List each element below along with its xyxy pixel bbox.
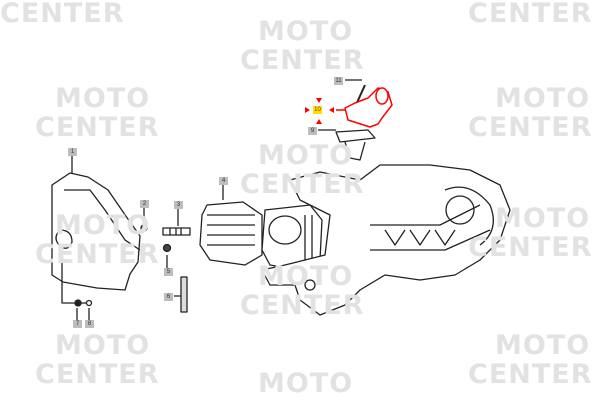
- callout-7[interactable]: 7: [73, 320, 82, 328]
- callout-1[interactable]: 1: [68, 148, 77, 156]
- engine-cover-part: [51, 172, 141, 291]
- callout-4[interactable]: 4: [219, 177, 228, 185]
- watermark-text: MOTO: [495, 83, 591, 114]
- callout-10-selected[interactable]: 10: [313, 106, 322, 114]
- watermark-text: MOTO: [495, 330, 591, 361]
- callout-5[interactable]: 5: [164, 268, 173, 276]
- watermark-text: CENTER: [468, 0, 593, 29]
- watermark-text: CENTER: [35, 359, 160, 390]
- watermark-text: CENTER: [240, 290, 365, 321]
- watermark-text: CENTER: [35, 239, 160, 270]
- watermark-text: MOTO: [258, 140, 354, 171]
- watermark-text: MOTO: [258, 261, 354, 292]
- watermark-text: CENTER: [468, 232, 593, 263]
- watermark-text: CENTER: [35, 112, 160, 143]
- watermark-text: MOTO: [495, 203, 591, 234]
- watermark-text: MOTO: [55, 330, 151, 361]
- callout-6[interactable]: 6: [164, 293, 173, 301]
- watermark-text: MOTO: [55, 210, 151, 241]
- watermark-text: CENTER: [0, 0, 125, 29]
- callout-11[interactable]: 11: [334, 77, 343, 85]
- cylinder-head-part: [199, 201, 263, 266]
- callout-3[interactable]: 3: [174, 201, 183, 209]
- intake-manifold-part-highlighted: [336, 87, 393, 128]
- reed-valve-part: [335, 129, 376, 161]
- watermark-text: CENTER: [468, 112, 593, 143]
- watermark-text: CENTER: [240, 169, 365, 200]
- watermark-text: MOTO: [258, 16, 354, 47]
- watermark-text: CENTER: [468, 359, 593, 390]
- watermark-text: CENTER: [240, 45, 365, 76]
- callout-2[interactable]: 2: [140, 200, 149, 208]
- callout-9[interactable]: 9: [308, 127, 317, 135]
- watermark-text: MOTO: [258, 368, 354, 399]
- watermark-text: MOTO: [55, 83, 151, 114]
- highlight-arrows-icon: [305, 98, 334, 124]
- callout-8[interactable]: 8: [85, 320, 94, 328]
